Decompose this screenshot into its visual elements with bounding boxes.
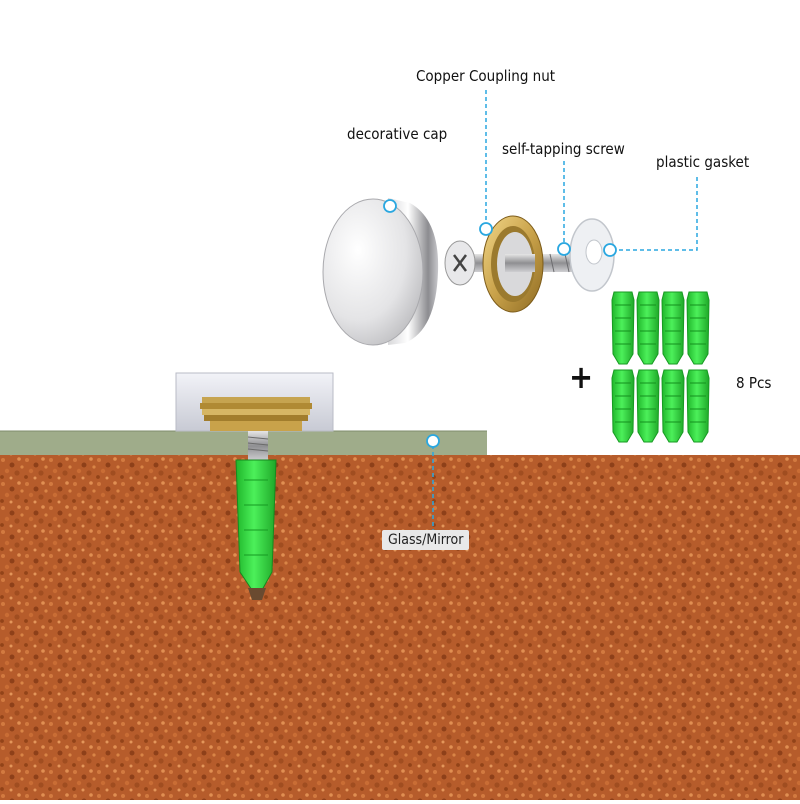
label-copper-coupling-nut: Copper Coupling nut xyxy=(416,67,556,85)
copper-coupling-nut-part xyxy=(482,215,544,313)
leader-dots xyxy=(383,199,617,448)
wall-anchor xyxy=(686,291,710,365)
label-plastic-gasket: plastic gasket xyxy=(656,153,750,171)
wall-anchor xyxy=(661,291,685,365)
wall-anchor xyxy=(611,369,635,443)
decorative-cap-part xyxy=(322,198,439,346)
assembled-mount xyxy=(175,372,334,600)
wall-anchor xyxy=(636,369,660,443)
wall-anchor xyxy=(686,369,710,443)
wall-anchor xyxy=(636,291,660,365)
soil-wall xyxy=(0,455,800,800)
label-pieces: 8 Pcs xyxy=(736,374,772,392)
label-glass-mirror: Glass/Mirror xyxy=(382,530,470,550)
label-decorative-cap: decorative cap xyxy=(347,125,448,143)
wall-anchor xyxy=(661,369,685,443)
wall-anchor xyxy=(611,291,635,365)
label-self-tapping-screw: self-tapping screw xyxy=(502,140,625,158)
anchor-set xyxy=(611,291,710,443)
plus-sign: + xyxy=(569,358,594,396)
leader-lines xyxy=(432,90,698,532)
plastic-gasket-part xyxy=(569,218,615,292)
glass-panel xyxy=(0,431,487,455)
